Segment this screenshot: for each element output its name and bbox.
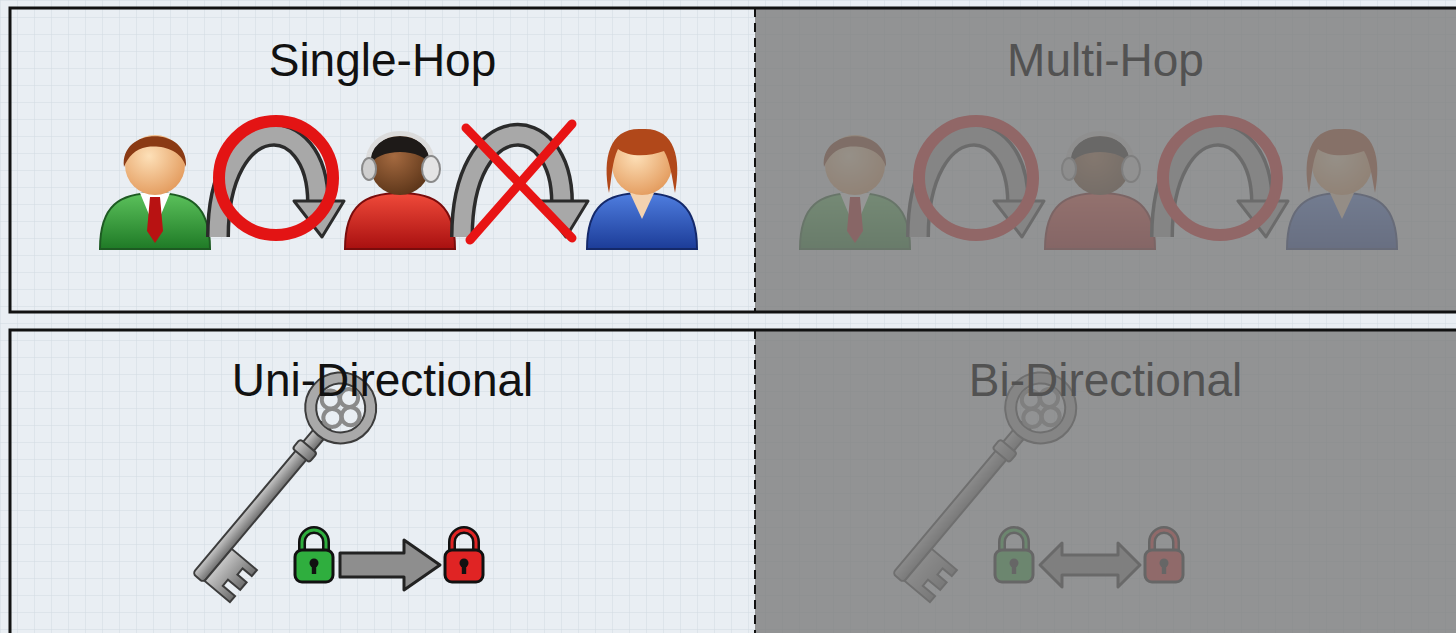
single-hop-art: [587, 129, 697, 249]
panel-band: Uni-Directional: [10, 330, 755, 633]
denied-cross: [466, 124, 572, 240]
panel-band: Bi-Directional: [755, 330, 1456, 633]
panel-border: [10, 8, 1456, 312]
panel-border: [10, 330, 1456, 633]
panel-heading: Multi-Hop: [1007, 34, 1204, 86]
denied-cross: [470, 124, 572, 240]
panel-heading: Single-Hop: [269, 34, 497, 86]
allowed-circle: [219, 121, 333, 235]
single-hop-art: [100, 135, 210, 249]
dim-overlay: [755, 8, 1456, 312]
panel-band: Multi-Hop: [755, 8, 1456, 312]
single-hop-art: [345, 134, 455, 250]
uni-directional-art: [295, 530, 333, 582]
dim-overlay: [755, 330, 1456, 633]
panel-band: Single-Hop: [10, 8, 755, 312]
panel-heading: Uni-Directional: [232, 354, 534, 406]
single-hop-art: [100, 121, 697, 249]
divider-line: [754, 330, 756, 633]
divider-line: [754, 8, 756, 312]
uni-directional-art: [445, 530, 483, 582]
one-way-arrow: [340, 540, 440, 590]
panel-heading: Bi-Directional: [969, 354, 1243, 406]
